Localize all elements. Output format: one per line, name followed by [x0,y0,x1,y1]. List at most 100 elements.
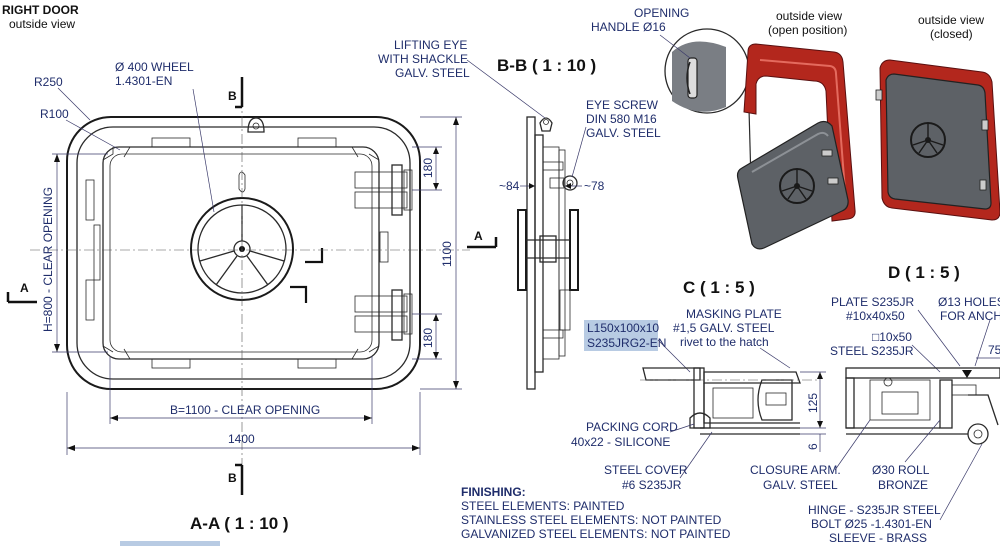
label-holes-2: FOR ANCHO [940,309,1000,323]
section-bb-dim-left: ~84 [499,179,520,193]
label-square-2: STEEL S235JR [830,344,914,358]
drawing-title: RIGHT DOOR [2,3,79,17]
label-lifting-eye-3: GALV. STEEL [395,66,470,80]
detail-marker [290,285,308,303]
label-roll-1: Ø30 ROLL [872,463,930,477]
label-opening-handle-1: OPENING [634,6,689,20]
label-opening-handle-2: HANDLE Ø16 [591,20,666,34]
label-wheel-1: Ø 400 WHEEL [115,60,194,74]
label-packing-cord-1: PACKING CORD [586,420,678,434]
label-angle-2: S235JRG2-EN [587,336,666,350]
lifting-eye-hole [252,122,260,130]
svg-text:A: A [20,281,29,295]
label-closed-view-2: (closed) [930,27,973,41]
label-plate-2: #10x40x50 [846,309,905,323]
frame-inner-edge [76,126,411,380]
clear-opening [109,153,373,353]
label-roll-2: BRONZE [878,478,928,492]
render-closed [875,59,1000,221]
corner-clip [102,146,131,161]
label-steel-cover-2: #6 S235JR [622,478,682,492]
section-bb: B-B ( 1 : 10 ) ~84 ~78 LIFTING EYE WITH … [378,38,661,390]
frame-clip [297,358,337,369]
detail-d: D ( 1 : 5 ) PLATE S235JR #10x40x50 Ø13 H… [750,263,1000,545]
main-view: B B A A R250 R100 Ø 400 WHEEL 1.4301-EN [6,60,498,546]
label-height-opening: H=800 - CLEAR OPENING [41,187,55,332]
label-square-1: □10x50 [872,330,912,344]
corner-clip [102,345,131,360]
frame-clip [85,179,95,221]
detail-marker [305,248,324,264]
section-bb-title: B-B ( 1 : 10 ) [497,56,596,75]
view-title-aa: A-A ( 1 : 10 ) [190,514,289,533]
label-hinge-3: SLEEVE - BRASS [829,531,927,545]
section-marker-a-left: A [6,281,37,304]
frame-clip [93,224,101,281]
section-marker-a-right: A [467,229,498,249]
side-cleat [379,231,389,263]
label-closed-view-1: outside view [918,13,984,27]
angle-label-highlight [584,320,658,351]
label-hinge-bottom-180: 180 [421,328,435,348]
corner-clip [351,345,380,360]
label-lifting-eye-2: WITH SHACKLE [378,52,468,66]
label-packing-cord-2: 40x22 - SILICONE [571,435,670,449]
section-marker-b-top: B [228,77,244,109]
frame-outer-edge [66,116,421,390]
highlight-bar [120,541,220,546]
label-r100: R100 [40,107,69,121]
finishing-heading: FINISHING: [461,485,526,499]
label-wheel-2: 1.4301-EN [115,74,172,88]
label-hinge-1: HINGE - S235JR STEEL [808,503,941,517]
label-overall-height: 1100 [440,241,454,267]
label-hinge-2: BOLT Ø25 -1.4301-EN [811,517,932,531]
finishing-line-2: STAINLESS STEEL ELEMENTS: NOT PAINTED [461,513,722,527]
lower-hinge [354,289,413,341]
section-bb-dim-right: ~78 [584,179,605,193]
label-r250: R250 [34,75,63,89]
detail-d-title: D ( 1 : 5 ) [888,263,960,282]
label-width-opening: B=1100 - CLEAR OPENING [170,403,320,417]
lifting-eye [247,117,265,133]
section-marker-b-bottom: B [228,463,244,495]
label-eye-screw-3: GALV. STEEL [586,126,661,140]
detail-c-title: C ( 1 : 5 ) [683,278,755,297]
finishing-line-3: GALVANIZED STEEL ELEMENTS: NOT PAINTED [461,527,731,541]
upper-hinge [354,164,413,216]
frame-clip [151,137,191,148]
label-masking-plate-3: rivet to the hatch [680,335,769,349]
svg-text:A: A [474,229,483,243]
label-closure-arm-1: CLOSURE ARM. [750,463,841,477]
render-handle-detail [664,28,752,183]
svg-text:B: B [228,471,237,485]
label-eye-screw-1: EYE SCREW [586,98,659,112]
label-steel-cover-1: STEEL COVER [604,463,688,477]
label-dim-125: 125 [806,393,820,413]
corner-clip [351,146,380,161]
label-closure-arm-2: GALV. STEEL [763,478,838,492]
top-handle [238,171,246,193]
label-dim-75: 75 [988,343,1000,357]
label-eye-screw-2: DIN 580 M16 [586,112,657,126]
frame-clip [151,358,191,369]
label-hinge-top-180: 180 [421,158,435,178]
label-overall-width: 1400 [228,432,255,446]
label-lifting-eye-1: LIFTING EYE [394,38,467,52]
detail-c: C ( 1 : 5 ) L150x100x10 S235JRG2-EN MASK… [571,278,826,492]
label-masking-plate-1: MASKING PLATE [686,307,782,321]
frame-clip [297,137,337,148]
drawing-subtitle: outside view [9,17,75,31]
label-angle-1: L150x100x10 [587,321,659,335]
label-open-view-2: (open position) [768,23,847,37]
finishing-line-1: STEEL ELEMENTS: PAINTED [461,499,625,513]
label-masking-plate-2: #1,5 GALV. STEEL [673,321,775,335]
finishing-notes: FINISHING: STEEL ELEMENTS: PAINTED STAIN… [461,485,731,541]
frame-clip [85,279,95,321]
label-plate-1: PLATE S235JR [831,295,914,309]
label-open-view-1: outside view [776,9,842,23]
svg-text:B: B [228,89,237,103]
door-leaf [102,146,380,360]
render-open-position [736,43,856,250]
label-holes-1: Ø13 HOLES [938,295,1000,309]
